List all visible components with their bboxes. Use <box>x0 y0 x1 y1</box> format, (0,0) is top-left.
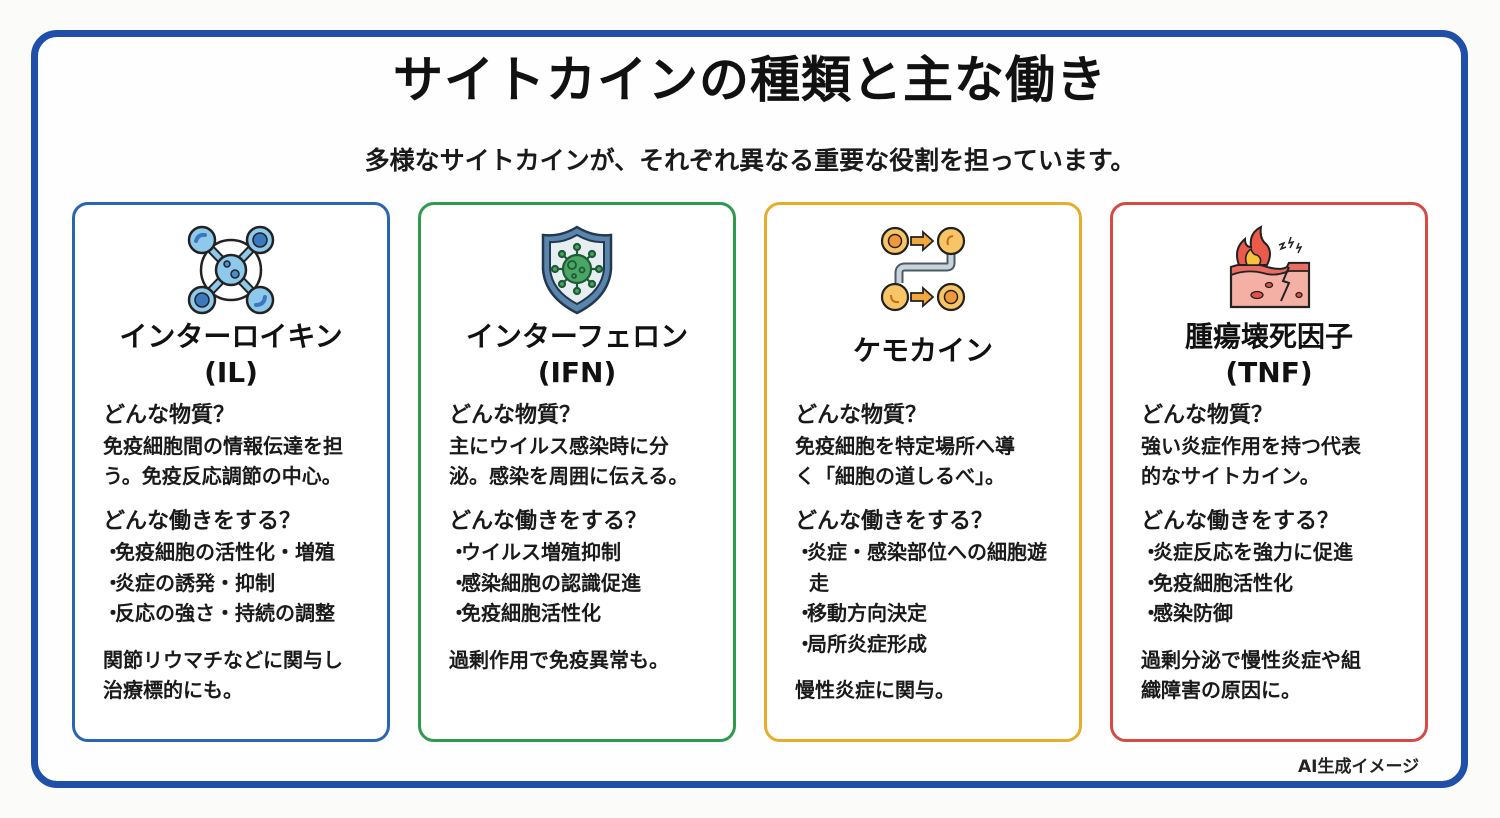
page-title: サイトカインの種類と主な働き <box>393 51 1107 109</box>
card-title: インターロイキン <box>119 320 343 353</box>
note-line: 過剰作用で免疫異常も。 <box>449 647 669 672</box>
description-line: 的なサイトカイン。 <box>1141 464 1320 488</box>
list-item: ウイルス増殖抑制 <box>449 537 717 568</box>
question-function: どんな働きをする？ <box>795 509 994 534</box>
card-chemokine: ケモカイン どんな物質？ 免疫細胞を特定場所へ導 く「細胞の道しるべ」。 どんな… <box>764 202 1082 742</box>
function-list: 炎症反応を強力に促進 免疫細胞活性化 感染防御 <box>1141 537 1409 629</box>
card-interferon: インターフェロン (IFN) どんな物質？ 主にウイルス感染時に分 泌。感染を周… <box>418 202 736 742</box>
note-line: 治療標的にも。 <box>103 677 243 702</box>
description-line: 強い炎症作用を持つ代表 <box>1141 434 1361 458</box>
note-line: 織障害の原因に。 <box>1141 677 1301 702</box>
description-line: う。免疫反応調節の中心。 <box>103 464 342 488</box>
note-line: 慢性炎症に関与。 <box>795 678 955 702</box>
question-what: どんな物質？ <box>795 403 928 428</box>
cell-migration-icon <box>873 223 973 318</box>
cell-network-icon <box>181 223 281 318</box>
inflamed-tissue-icon <box>1219 223 1319 318</box>
note-line: 過剰分泌で慢性炎症や組 <box>1141 647 1361 672</box>
card-title: インターフェロン <box>465 320 689 353</box>
description-line: 泌。感染を周囲に伝える。 <box>449 464 689 488</box>
list-item: 炎症・感染部位への細胞遊走 <box>795 537 1053 598</box>
shield-virus-icon <box>527 223 627 318</box>
list-item: 免疫細胞活性化 <box>1141 568 1409 599</box>
list-item: 反応の強さ・持続の調整 <box>103 598 371 629</box>
card-abbr: (IL) <box>204 356 258 389</box>
question-function: どんな働きをする？ <box>103 509 302 534</box>
description-line: く「細胞の道しるべ」。 <box>795 464 1005 488</box>
list-item: 感染細胞の認識促進 <box>449 568 717 599</box>
card-title: ケモカイン <box>852 334 993 367</box>
question-function: どんな働きをする？ <box>449 509 648 534</box>
function-list: 炎症・感染部位への細胞遊走 移動方向決定 局所炎症形成 <box>795 537 1053 659</box>
list-item: 免疫細胞活性化 <box>449 598 717 629</box>
function-list: 免疫細胞の活性化・増殖 炎症の誘発・抑制 反応の強さ・持続の調整 <box>103 537 371 629</box>
list-item: 炎症反応を強力に促進 <box>1141 537 1409 568</box>
list-item: 局所炎症形成 <box>795 629 1053 660</box>
card-title: 腫瘍壊死因子 <box>1184 320 1353 353</box>
question-what: どんな物質？ <box>1141 403 1274 428</box>
list-item: 炎症の誘発・抑制 <box>103 568 371 599</box>
page-subtitle: 多様なサイトカインが、それぞれ異なる重要な役割を担っています。 <box>364 146 1136 175</box>
list-item: 感染防御 <box>1141 598 1409 629</box>
list-item: 移動方向決定 <box>795 598 1053 629</box>
card-abbr: (IFN) <box>537 356 617 389</box>
description-line: 主にウイルス感染時に分 <box>449 434 669 458</box>
question-what: どんな物質？ <box>103 403 236 428</box>
question-function: どんな働きをする？ <box>1141 509 1340 534</box>
list-item: 免疫細胞の活性化・増殖 <box>103 537 371 568</box>
card-interleukin: インターロイキン (IL) どんな物質？ 免疫細胞間の情報伝達を担 う。免疫反応… <box>72 202 390 742</box>
note-line: 関節リウマチなどに関与し <box>103 647 343 672</box>
card-abbr: (TNF) <box>1225 356 1313 389</box>
description-line: 免疫細胞間の情報伝達を担 <box>103 434 343 458</box>
card-tnf: 腫瘍壊死因子 (TNF) どんな物質？ 強い炎症作用を持つ代表 的なサイトカイン… <box>1110 202 1428 742</box>
function-list: ウイルス増殖抑制 感染細胞の認識促進 免疫細胞活性化 <box>449 537 717 629</box>
ai-generated-credit: AI生成イメージ <box>1298 757 1420 777</box>
question-what: どんな物質？ <box>449 403 582 428</box>
description-line: 免疫細胞を特定場所へ導 <box>795 434 1015 458</box>
